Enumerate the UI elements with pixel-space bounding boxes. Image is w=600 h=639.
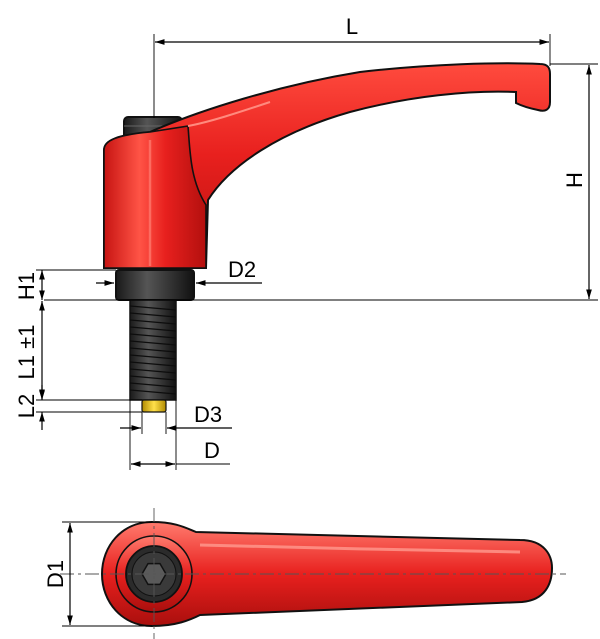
dimension-H: H bbox=[44, 63, 598, 301]
side-view: L H D2 H1 L1 ±1 bbox=[14, 14, 598, 470]
dimension-L2: L2 bbox=[14, 385, 142, 430]
lever-arm bbox=[103, 62, 551, 269]
label-H: H bbox=[562, 172, 587, 188]
label-L2: L2 bbox=[14, 394, 39, 418]
label-D2: D2 bbox=[228, 257, 256, 282]
label-D1: D1 bbox=[43, 560, 68, 588]
lever-hub bbox=[103, 125, 207, 269]
label-D3: D3 bbox=[194, 402, 222, 427]
label-L1: L1 ±1 bbox=[14, 325, 39, 380]
dimension-H1: H1 bbox=[14, 269, 116, 300]
dimension-L1: L1 ±1 bbox=[14, 301, 142, 401]
top-view: D1 bbox=[43, 508, 566, 639]
lever-top-body bbox=[100, 520, 554, 628]
dimension-D2: D2 bbox=[96, 257, 262, 286]
washer bbox=[115, 269, 195, 301]
dimension-L: L bbox=[153, 14, 551, 118]
dimension-D3: D3 bbox=[120, 402, 232, 434]
dimension-D1: D1 bbox=[43, 521, 152, 627]
brass-tip bbox=[141, 399, 167, 413]
dimension-D: D bbox=[129, 400, 230, 470]
label-L: L bbox=[346, 14, 358, 39]
label-D: D bbox=[204, 438, 220, 463]
threaded-stud bbox=[129, 299, 177, 401]
label-H1: H1 bbox=[14, 272, 39, 300]
